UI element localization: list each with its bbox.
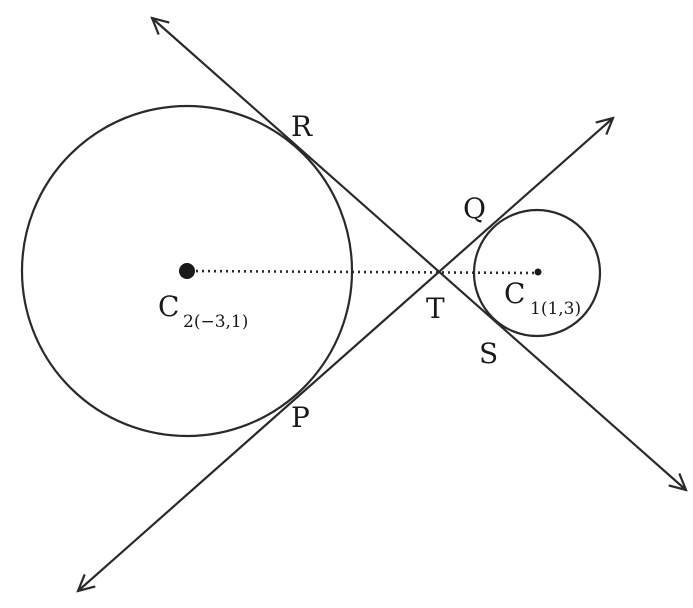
tangent-line-rs [152,18,686,490]
label-t: T [426,292,445,325]
label-s: S [479,337,498,370]
center-c1-dot [534,268,542,276]
label-c1: C [504,277,525,310]
label-q: Q [463,192,486,225]
label-c1-subscript: 1(1,3) [530,299,581,319]
center-line [189,269,536,275]
label-p: P [291,401,310,434]
tangent-line-pq [78,118,613,591]
center-c2-dot [179,263,195,279]
label-c2: C [158,290,179,323]
label-r: R [291,110,313,143]
label-c2-subscript: 2(−3,1) [183,312,248,332]
